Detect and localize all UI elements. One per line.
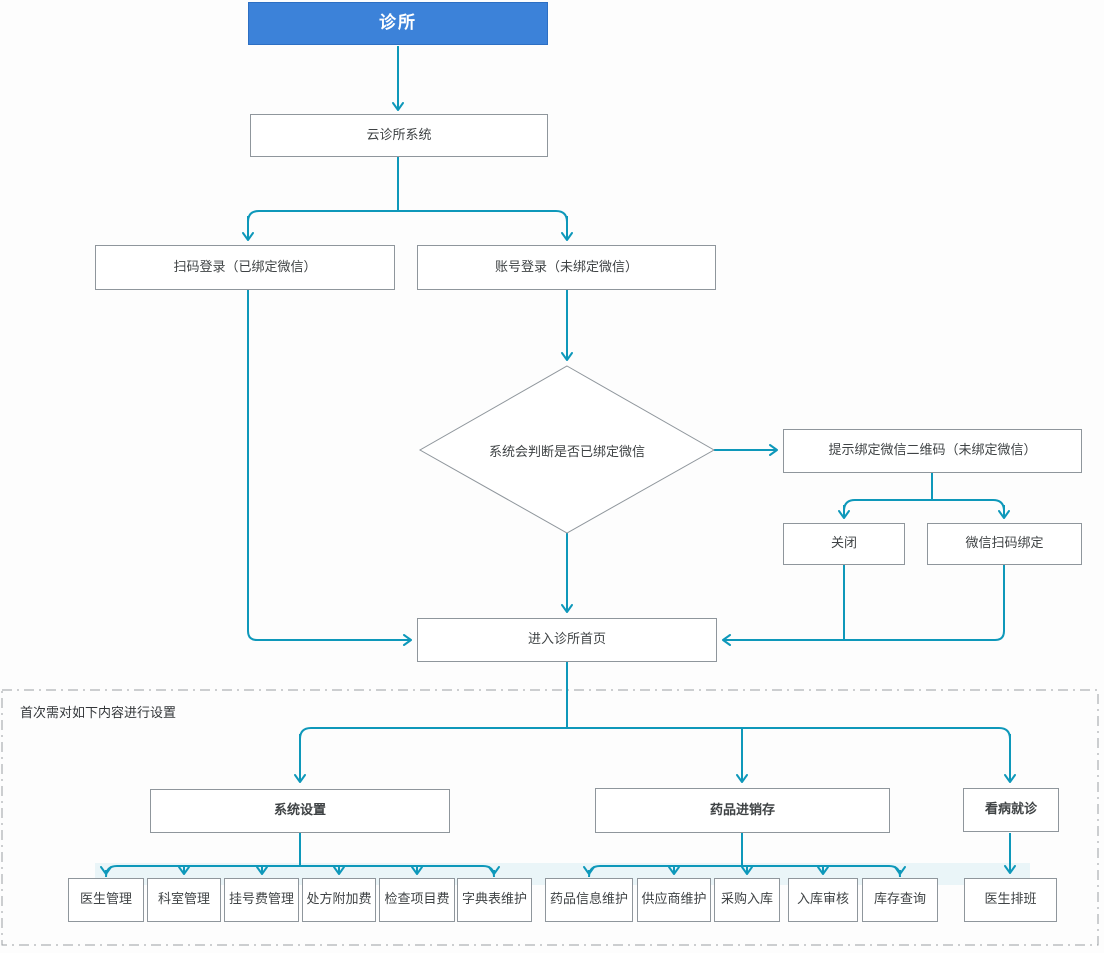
node-dept-mgmt: 科室管理	[147, 878, 221, 922]
node-system-settings: 系统设置	[150, 789, 450, 833]
node-scan-login: 扫码登录（已绑定微信）	[95, 245, 395, 290]
node-rx-surcharge: 处方附加费	[302, 878, 376, 922]
node-reg-fee-mgmt: 挂号费管理	[224, 878, 299, 922]
node-clinic: 诊所	[248, 2, 548, 45]
node-account-login: 账号登录（未绑定微信）	[417, 245, 716, 290]
node-drug-inventory: 药品进销存	[595, 788, 890, 833]
node-exam-fee: 检查项目费	[379, 878, 455, 922]
node-supplier-maint: 供应商维护	[637, 878, 711, 922]
node-cloud-system: 云诊所系统	[250, 114, 548, 157]
node-prompt-bind: 提示绑定微信二维码（未绑定微信）	[783, 429, 1082, 473]
setup-region-label: 首次需对如下内容进行设置	[20, 706, 177, 721]
node-judge-wechat-label: 系统会判断是否已绑定微信	[488, 444, 645, 460]
wire-home-branch	[299, 662, 1011, 740]
node-close: 关闭	[783, 523, 905, 565]
setup-region-border	[1, 689, 1099, 946]
node-dict-maint: 字典表维护	[457, 878, 532, 922]
node-doctor-schedule: 医生排班	[964, 878, 1057, 922]
wire-prompt-branch	[843, 473, 1005, 512]
node-medical-visit: 看病就诊	[963, 788, 1059, 832]
node-inbound-audit: 入库审核	[788, 878, 858, 922]
node-drug-info-maint: 药品信息维护	[545, 878, 633, 922]
node-stock-query: 库存查询	[862, 878, 938, 922]
arrow-scan-to-home	[247, 290, 412, 646]
node-doctor-mgmt: 医生管理	[68, 878, 144, 922]
node-wechat-scan-bind: 微信扫码绑定	[927, 523, 1082, 565]
wire-cloud-branch	[247, 157, 568, 223]
decision-diamond-shape	[418, 365, 716, 534]
node-enter-home: 进入诊所首页	[417, 618, 717, 662]
arrow-wechat-to-home	[722, 565, 1005, 646]
node-purchase-in: 采购入库	[714, 878, 780, 922]
